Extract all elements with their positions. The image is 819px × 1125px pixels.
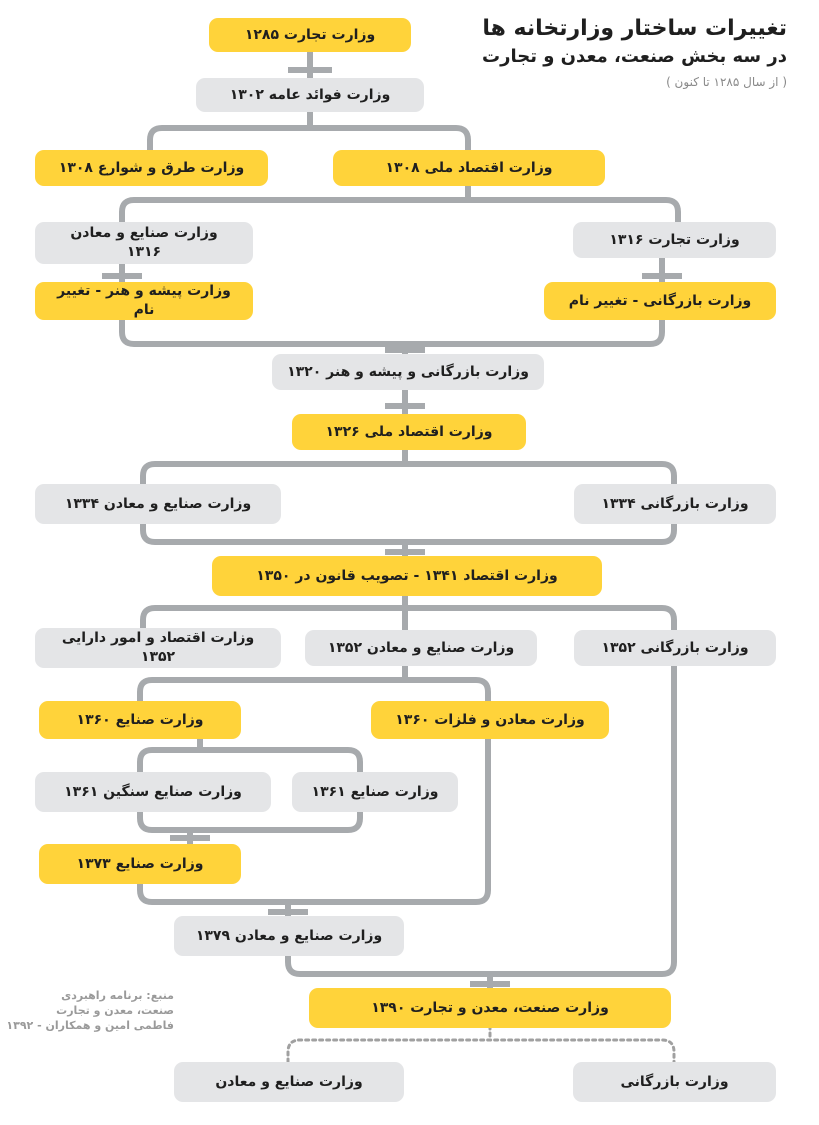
node-ministry-crafts-rename: وزارت پیشه و هنر - تغییر نام — [35, 282, 253, 320]
node-ministry-industries-mines-1334: وزارت صنایع و معادن ۱۳۳۴ — [35, 484, 281, 524]
node-ministry-trade: وزارت بازرگانی — [573, 1062, 776, 1102]
node-ministry-trade-rename: وزارت بازرگانی - تغییر نام — [544, 282, 776, 320]
node-ministry-trade-1334: وزارت بازرگانی ۱۳۳۴ — [574, 484, 776, 524]
node-ministry-national-economy-1308: وزارت اقتصاد ملی ۱۳۰۸ — [333, 150, 605, 186]
node-ministry-national-economy-1326: وزارت اقتصاد ملی ۱۳۲۶ — [292, 414, 526, 450]
node-ministry-industries-mines-1316: وزارت صنایع و معادن ۱۳۱۶ — [35, 222, 253, 264]
node-ministry-public-works-1302: وزارت فوائد عامه ۱۳۰۲ — [196, 78, 424, 112]
diagram-title: تغییرات ساختار وزارتخانه ها — [482, 16, 787, 41]
node-ministry-industries-mines-1379: وزارت صنایع و معادن ۱۳۷۹ — [174, 916, 404, 956]
node-ministry-economy-finance-1352: وزارت اقتصاد و امور دارایی ۱۳۵۲ — [35, 628, 281, 668]
node-ministry-industries-1373: وزارت صنایع ۱۳۷۳ — [39, 844, 241, 884]
node-ministry-roads-1308: وزارت طرق و شوارع ۱۳۰۸ — [35, 150, 268, 186]
node-ministry-heavy-industries-1361: وزارت صنایع سنگین ۱۳۶۱ — [35, 772, 271, 812]
node-ministry-industries-1361: وزارت صنایع ۱۳۶۱ — [292, 772, 458, 812]
source-line-3: فاطمی امین و همکاران - ۱۳۹۲ — [6, 1019, 174, 1032]
source-line-1: منبع: برنامه راهبردی — [61, 989, 174, 1002]
node-ministry-trade-crafts-1320: وزارت بازرگانی و پیشه و هنر ۱۳۲۰ — [272, 354, 544, 390]
diagram-title-block: تغییرات ساختار وزارتخانه ها در سه بخش صن… — [367, 14, 787, 92]
node-ministry-commerce-1285: وزارت تجارت ۱۲۸۵ — [209, 18, 411, 52]
node-ministry-industries-mines-1352: وزارت صنایع و معادن ۱۳۵۲ — [305, 630, 537, 666]
diagram-date-range: ( از سال ۱۲۸۵ تا کنون ) — [666, 75, 787, 89]
node-ministry-mines-metals-1360: وزارت معادن و فلزات ۱۳۶۰ — [371, 701, 609, 739]
node-ministry-industries-mines: وزارت صنایع و معادن — [174, 1062, 404, 1102]
source-line-2: صنعت، معدن و تجارت — [56, 1004, 174, 1017]
diagram-subtitle: در سه بخش صنعت، معدن و تجارت — [482, 46, 787, 67]
node-ministry-trade-1352: وزارت بازرگانی ۱۳۵۲ — [574, 630, 776, 666]
node-ministry-economy-1341: وزارت اقتصاد ۱۳۴۱ - تصویب قانون در ۱۳۵۰ — [212, 556, 602, 596]
node-ministry-commerce-1316: وزارت تجارت ۱۳۱۶ — [573, 222, 776, 258]
node-ministry-industry-mine-trade-1390: وزارت صنعت، معدن و تجارت ۱۳۹۰ — [309, 988, 671, 1028]
node-ministry-industries-1360: وزارت صنایع ۱۳۶۰ — [39, 701, 241, 739]
source-note: منبع: برنامه راهبردی صنعت، معدن و تجارت … — [6, 988, 174, 1033]
